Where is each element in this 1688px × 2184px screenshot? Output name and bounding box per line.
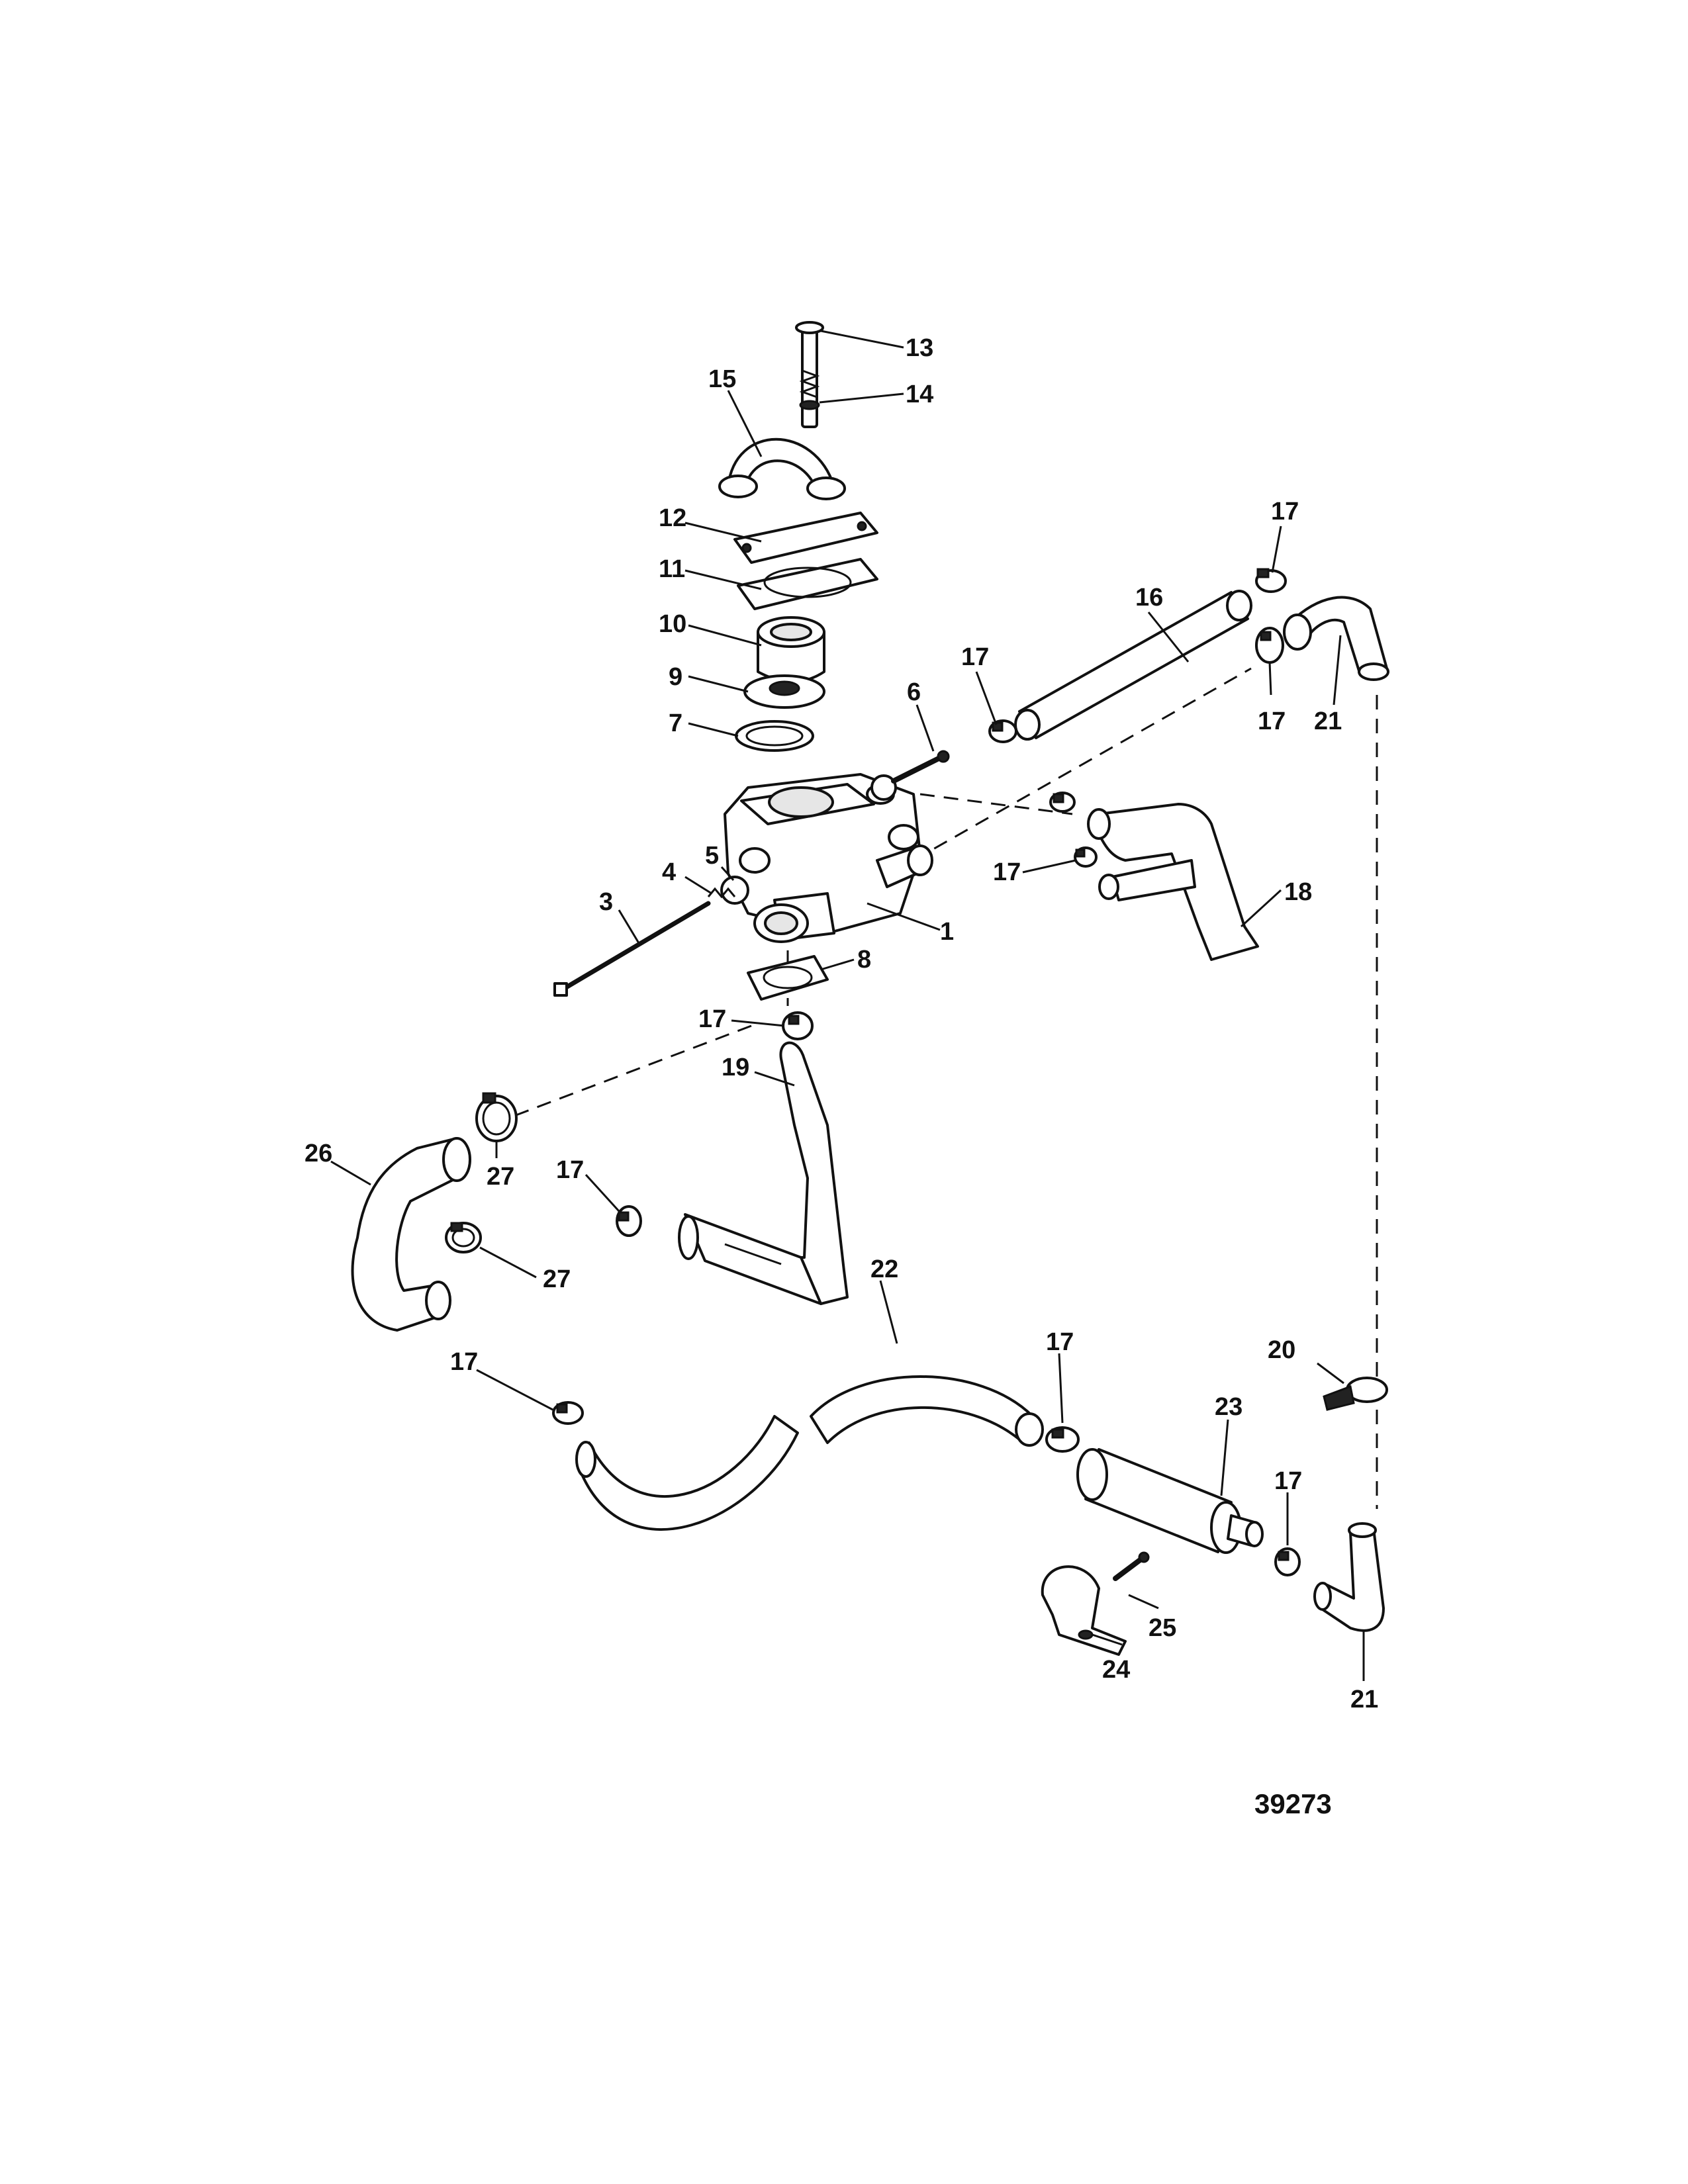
callout-1: 1	[940, 918, 954, 946]
hose-21-upper	[1283, 596, 1389, 681]
fitting-23	[1076, 1448, 1264, 1554]
rod-3	[553, 901, 711, 997]
callout-17a: 17	[961, 643, 989, 671]
callout-25: 25	[1149, 1614, 1176, 1642]
callout-8: 8	[857, 946, 871, 974]
lifting-eye-15	[718, 437, 846, 500]
clamps-27	[445, 1092, 518, 1253]
callout-3: 3	[599, 888, 613, 916]
figure-number: 39273	[1254, 1788, 1332, 1819]
cover-plate-12	[733, 512, 878, 564]
callout-21b: 21	[1350, 1686, 1378, 1713]
callout-17h: 17	[1046, 1328, 1074, 1356]
callout-13: 13	[906, 334, 933, 362]
callout-17e: 17	[698, 1005, 726, 1033]
spring-4	[707, 887, 736, 899]
seal-ring-7	[735, 720, 814, 752]
callout-10: 10	[659, 610, 686, 638]
callout-26: 26	[305, 1140, 332, 1167]
callout-17g: 17	[450, 1348, 478, 1376]
callout-17c: 17	[1258, 707, 1286, 735]
callout-14: 14	[906, 381, 933, 408]
ball-5	[720, 876, 749, 905]
lockwasher-14	[799, 369, 820, 410]
callout-19: 19	[722, 1054, 749, 1081]
thermostat-9	[743, 674, 825, 709]
callout-labels: 13 14 15 12 11 10 9 7 6 17 16 17 17 21 1…	[305, 334, 1378, 1713]
callout-17b: 17	[1271, 498, 1299, 525]
callout-17f: 17	[556, 1156, 584, 1184]
callout-21a: 21	[1314, 707, 1342, 735]
callout-17i: 17	[1274, 1467, 1302, 1495]
callout-4: 4	[662, 858, 676, 886]
hose-21-lower	[1313, 1522, 1385, 1632]
callout-24: 24	[1102, 1656, 1130, 1684]
hose-19	[678, 1041, 849, 1305]
callout-12: 12	[659, 504, 686, 532]
callout-11: 11	[659, 555, 685, 583]
callout-6: 6	[907, 678, 921, 706]
plug-6	[870, 750, 950, 801]
thermostat-housing-10	[757, 616, 825, 683]
callout-18: 18	[1284, 878, 1312, 906]
callout-23: 23	[1215, 1393, 1243, 1421]
gasket-11	[737, 558, 878, 610]
callout-15: 15	[708, 365, 736, 393]
callout-16: 16	[1135, 584, 1163, 612]
hose-26	[351, 1137, 471, 1332]
hose-22	[575, 1375, 1044, 1531]
clamp-20	[1323, 1377, 1388, 1411]
callout-27b: 27	[543, 1265, 571, 1293]
callout-7: 7	[669, 709, 682, 737]
callout-27a: 27	[487, 1163, 514, 1191]
callout-22: 22	[870, 1255, 898, 1283]
gasket-8	[747, 955, 829, 1001]
callout-20: 20	[1268, 1336, 1295, 1364]
callout-17d: 17	[993, 858, 1021, 886]
water-housing-1	[724, 773, 933, 943]
callout-5: 5	[705, 842, 719, 870]
callout-9: 9	[669, 663, 682, 691]
hose-18	[1087, 803, 1259, 961]
leader-lines	[330, 330, 1365, 1681]
bolt-13	[795, 321, 824, 428]
hose-clamps-17	[552, 568, 1301, 1576]
screw-25	[1113, 1551, 1150, 1581]
hose-16	[1014, 590, 1252, 741]
